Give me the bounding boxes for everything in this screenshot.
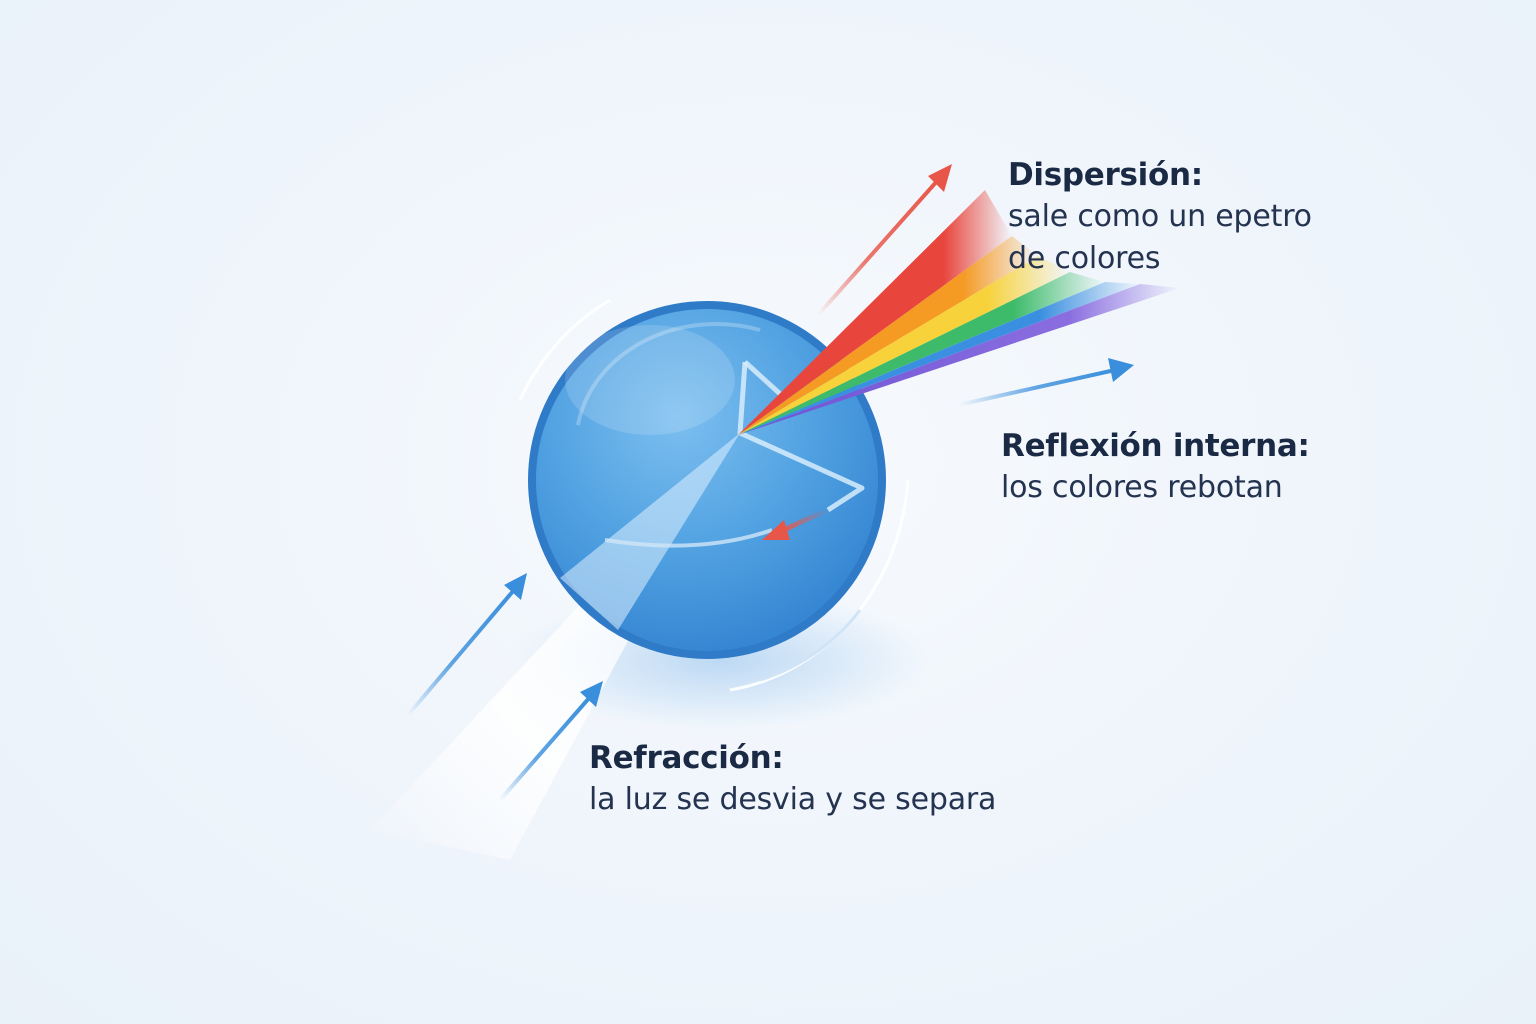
spectrum-blue (738, 282, 1140, 435)
spectrum-violet (738, 284, 1180, 435)
blue-arrow-shaft-right (956, 368, 1117, 407)
red-arrow-head (928, 164, 952, 192)
red-arrow-shaft (816, 178, 940, 317)
dispersion-desc-line2: de colores (1008, 241, 1161, 276)
dispersion-title: Dispersión: (1008, 157, 1203, 193)
blue-arrow-head-lower (580, 681, 603, 707)
drop-highlight (565, 325, 735, 435)
halo-arc-lower (759, 609, 862, 682)
spectrum-fan (738, 190, 1180, 435)
spectrum-green (738, 272, 1105, 435)
blue-arrow-head-right (1108, 358, 1134, 382)
dispersion-desc-line1: sale como un epetro (1008, 199, 1312, 234)
reflection-title: Reflexión interna: (1001, 428, 1310, 464)
blue-arrow-head-upper (504, 573, 527, 600)
blue-arrow-shaft-lower (498, 695, 592, 802)
halo-arc-left (518, 298, 611, 401)
internal-red-arrow-head (762, 520, 790, 540)
dispersion-label: Dispersión: sale como un epetro de color… (1008, 154, 1428, 280)
spectrum-red (738, 190, 1012, 435)
refraction-label: Refracción: la luz se desvia y se separa (589, 737, 1109, 821)
spectrum-yellow (738, 256, 1070, 435)
internal-arc (604, 528, 773, 548)
internal-reflection-path (737, 361, 865, 513)
blue-arrow-shaft-upper (406, 588, 516, 717)
refraction-title: Refracción: (589, 740, 784, 776)
reflection-label: Reflexión interna: los colores rebotan (1001, 425, 1421, 509)
beam-inside-drop (560, 433, 740, 630)
spectrum-orange (738, 236, 1038, 435)
drop-shine-arc (576, 322, 761, 426)
reflection-desc-line1: los colores rebotan (1001, 470, 1283, 505)
refraction-desc-line1: la luz se desvia y se separa (589, 782, 997, 817)
